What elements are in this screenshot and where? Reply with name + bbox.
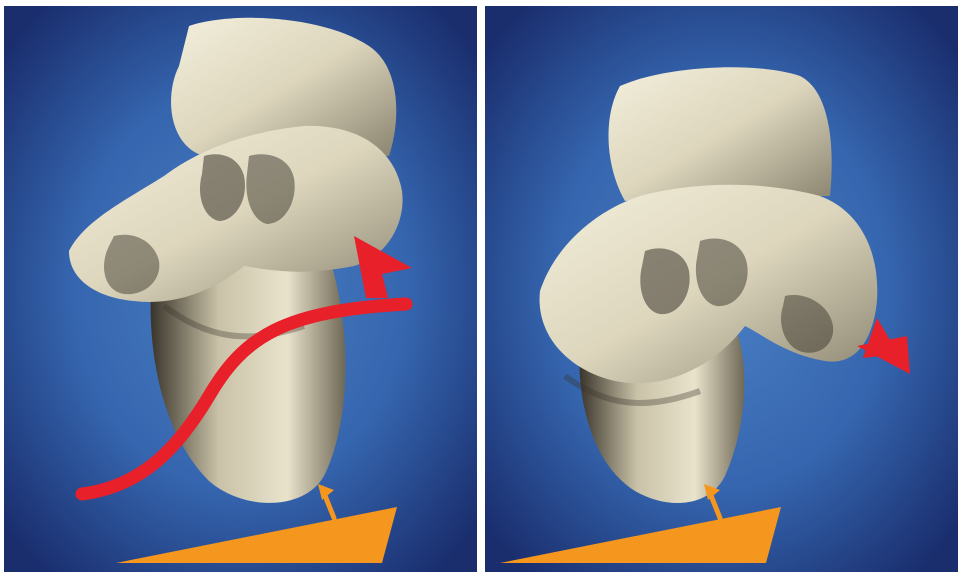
panel-left-canvas (4, 6, 477, 572)
panel-right (485, 6, 958, 572)
panel-left (4, 6, 477, 572)
bone-top (609, 67, 832, 201)
panel-right-canvas (485, 6, 958, 572)
